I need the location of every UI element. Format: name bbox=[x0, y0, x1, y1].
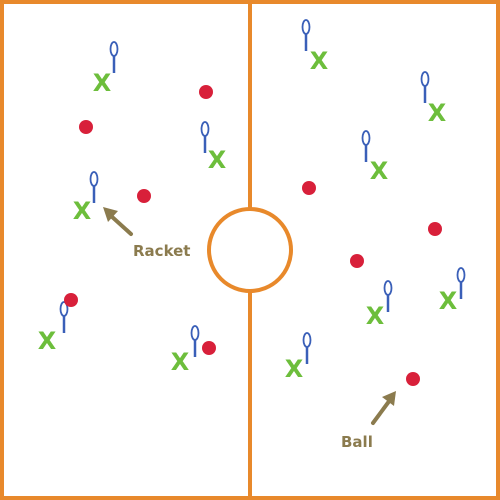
player-x-icon: X bbox=[38, 327, 57, 355]
ball-icon bbox=[406, 372, 420, 386]
racket-label: Racket bbox=[133, 242, 190, 260]
racket-icon bbox=[302, 332, 312, 364]
player-10: X bbox=[171, 325, 200, 376]
player-11: X bbox=[285, 332, 312, 383]
racket-icon bbox=[383, 280, 393, 312]
player-3: X bbox=[420, 71, 447, 127]
racket-icon bbox=[200, 121, 210, 153]
racket-icon bbox=[361, 130, 371, 162]
racket-icon bbox=[456, 267, 466, 299]
racket-icon bbox=[301, 19, 311, 51]
player-x-icon: X bbox=[370, 157, 389, 185]
player-x-icon: X bbox=[428, 99, 447, 127]
player-x-icon: X bbox=[366, 302, 385, 330]
ball-icon bbox=[79, 120, 93, 134]
ball-icon bbox=[350, 254, 364, 268]
player-x-icon: X bbox=[171, 348, 190, 376]
player-x-icon: X bbox=[93, 69, 112, 97]
balls-layer bbox=[64, 85, 442, 386]
ball-label: Ball bbox=[341, 433, 373, 451]
player-6: X bbox=[73, 171, 99, 225]
racket-icon bbox=[89, 171, 99, 203]
player-9: X bbox=[38, 301, 69, 355]
player-x-icon: X bbox=[285, 355, 304, 383]
ball-icon bbox=[428, 222, 442, 236]
arrow-head bbox=[382, 391, 396, 406]
player-x-icon: X bbox=[310, 47, 329, 75]
player-x-icon: X bbox=[439, 287, 458, 315]
player-1: X bbox=[93, 41, 119, 97]
racket-icon bbox=[420, 71, 430, 103]
arrow-icon bbox=[371, 398, 392, 425]
player-8: X bbox=[366, 280, 393, 330]
arrow-icon bbox=[108, 213, 133, 236]
racket-annotation: Racket bbox=[103, 207, 190, 260]
racket-icon bbox=[190, 325, 200, 357]
ball-icon bbox=[137, 189, 151, 203]
ball-icon bbox=[202, 341, 216, 355]
player-4: X bbox=[200, 121, 227, 174]
players-layer: X X X X X X X X X X X bbox=[38, 19, 466, 383]
center-circle bbox=[207, 207, 293, 293]
racket-icon bbox=[59, 301, 69, 333]
player-x-icon: X bbox=[73, 197, 92, 225]
ball-annotation: Ball bbox=[341, 391, 396, 451]
ball-icon bbox=[302, 181, 316, 195]
racket-icon bbox=[109, 41, 119, 73]
ball-icon bbox=[64, 293, 78, 307]
player-7: X bbox=[439, 267, 466, 315]
ball-icon bbox=[199, 85, 213, 99]
arrow-head bbox=[103, 207, 118, 222]
player-5: X bbox=[361, 130, 389, 185]
player-2: X bbox=[301, 19, 329, 75]
player-x-icon: X bbox=[208, 146, 227, 174]
